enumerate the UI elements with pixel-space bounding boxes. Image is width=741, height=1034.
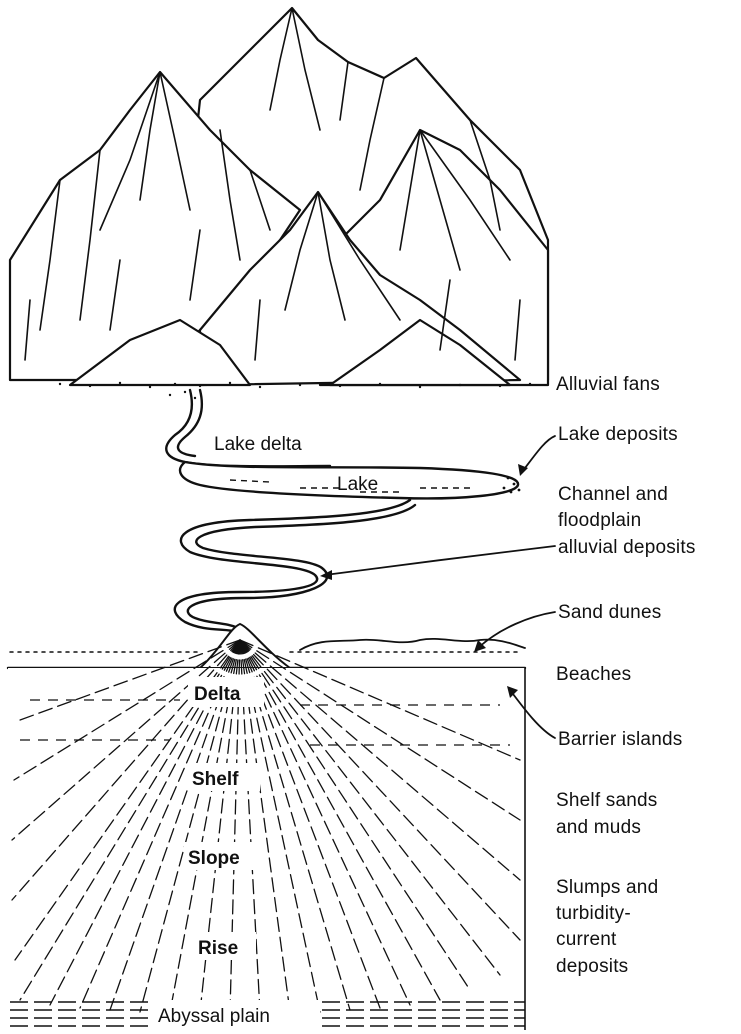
channel-floodplain-label-line3: alluvial deposits xyxy=(558,537,696,558)
barrier-islands-label: Barrier islands xyxy=(558,729,682,750)
beaches-label: Beaches xyxy=(556,664,631,685)
meandering-river-drawing xyxy=(166,390,415,632)
delta-label-group: Delta xyxy=(188,677,264,707)
rise-label-group: Rise xyxy=(194,932,256,960)
alluvial-fans-label: Alluvial fans xyxy=(556,374,660,395)
lake-deposits-label: Lake deposits xyxy=(558,424,678,445)
channel-deposits-arrow xyxy=(325,546,555,575)
delta-label: Delta xyxy=(194,684,241,705)
slumps-label-line2: turbidity- xyxy=(556,903,631,924)
lake-label: Lake xyxy=(337,474,378,495)
shelf-label: Shelf xyxy=(192,769,239,790)
slope-label: Slope xyxy=(188,848,240,869)
slope-label-group: Slope xyxy=(184,842,264,870)
shelf-sands-label-line2: and muds xyxy=(556,817,641,838)
slumps-label-line4: deposits xyxy=(556,956,628,977)
shelf-sands-label-line1: Shelf sands xyxy=(556,790,658,811)
sand-dunes-arrow xyxy=(478,612,555,648)
channel-floodplain-label-line1: Channel and xyxy=(558,484,668,505)
channel-floodplain-label-line2: floodplain xyxy=(558,510,641,531)
slumps-label-line3: current xyxy=(556,929,617,950)
abyssal-plain-label-group: Abyssal plain xyxy=(152,1000,320,1028)
sea-floor-drawing xyxy=(8,624,525,1030)
abyssal-plain-label: Abyssal plain xyxy=(158,1006,270,1027)
sand-dunes-label: Sand dunes xyxy=(558,602,661,623)
lake-delta-label: Lake delta xyxy=(214,434,302,455)
shelf-label-group: Shelf xyxy=(188,763,260,791)
slumps-label-line1: Slumps and xyxy=(556,877,658,898)
lake-deposits-arrow xyxy=(522,436,555,472)
rise-label: Rise xyxy=(198,938,238,959)
